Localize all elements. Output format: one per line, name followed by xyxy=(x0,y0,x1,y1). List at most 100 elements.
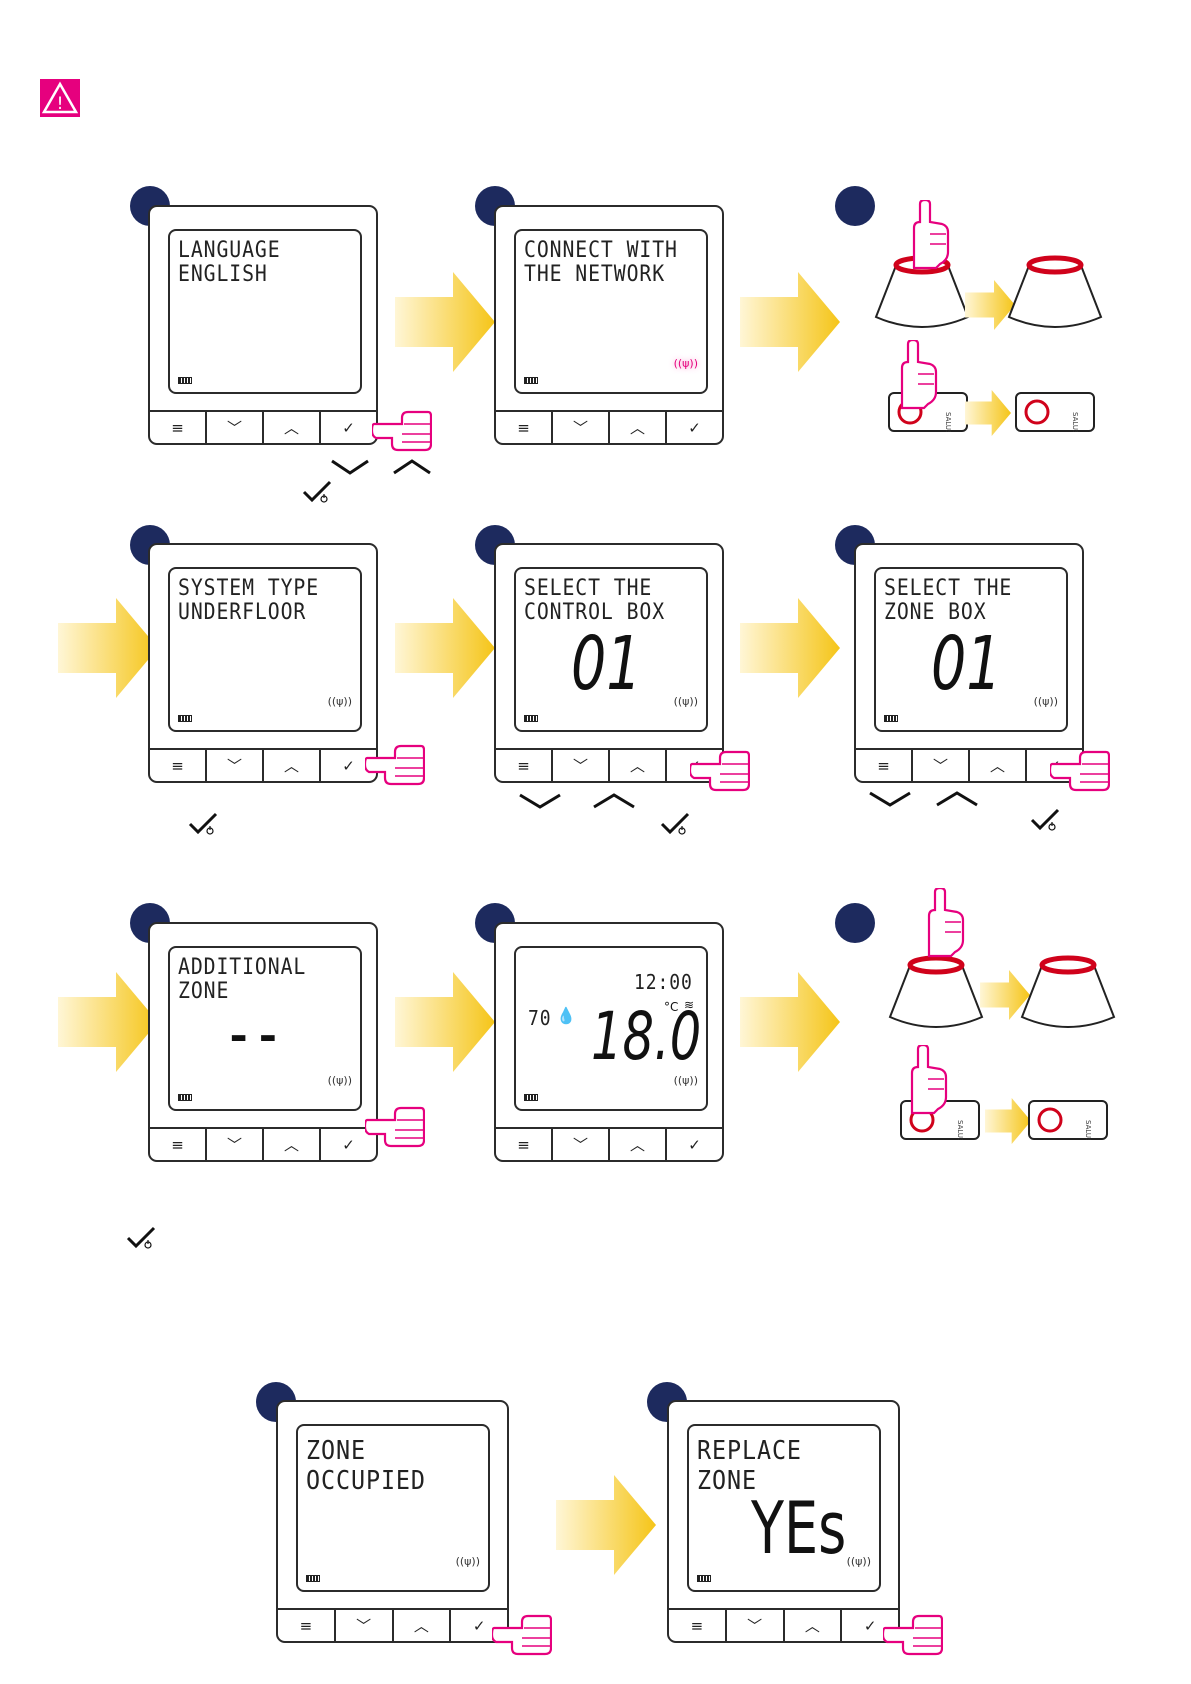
screen-line-2: CONTROL BOX xyxy=(524,600,666,625)
arrow-right-icon xyxy=(740,598,840,698)
button-row: ≡ ﹀ ︿ ✓ xyxy=(150,410,376,443)
arrow-right-icon xyxy=(985,1098,1031,1144)
thermostat-step-1: LANGUAGE ENGLISH ≡ ﹀ ︿ ✓ xyxy=(148,205,378,445)
lcd-screen: SELECT THE CONTROL BOX 01 ((ψ)) xyxy=(514,567,708,732)
lcd-screen: ZONE OCCUPIED ((ψ)) xyxy=(296,1424,490,1592)
wireless-signal-icon: ((ψ)) xyxy=(455,1555,480,1568)
up-button[interactable]: ︿ xyxy=(264,750,321,781)
up-button[interactable]: ︿ xyxy=(394,1610,452,1641)
battery-icon xyxy=(524,377,538,384)
confirm-button[interactable]: ✓ xyxy=(342,418,355,437)
warning-icon: ! xyxy=(40,79,80,117)
battery-icon xyxy=(524,715,538,722)
up-button[interactable]: ︿ xyxy=(785,1610,843,1641)
menu-button[interactable]: ≡ xyxy=(150,412,207,443)
chevron-down-icon xyxy=(869,791,911,807)
pointing-hand-icon xyxy=(690,744,750,794)
up-button[interactable]: ︿ xyxy=(610,1129,667,1160)
pointing-hand-icon xyxy=(900,200,950,270)
menu-button[interactable]: ≡ xyxy=(150,750,207,781)
up-button[interactable]: ︿ xyxy=(264,1129,321,1160)
down-button[interactable]: ﹀ xyxy=(913,750,970,781)
wireless-signal-icon: ((ψ)) xyxy=(673,1074,698,1087)
button-row: ≡ ﹀ ︿ ✓ xyxy=(496,410,722,443)
wireless-signal-icon: ((ψ)) xyxy=(673,695,698,708)
menu-button[interactable]: ≡ xyxy=(150,1129,207,1160)
thermostat-step-4: SYSTEM TYPE UNDERFLOOR ((ψ)) ≡ ﹀ ︿ ✓ xyxy=(148,543,378,783)
down-button[interactable]: ﹀ xyxy=(207,1129,264,1160)
battery-icon xyxy=(178,1094,192,1101)
gateway-icon xyxy=(886,955,986,1035)
chevron-down-icon xyxy=(519,793,561,809)
battery-icon xyxy=(178,715,192,722)
confirm-button[interactable]: ✓ xyxy=(342,1135,355,1154)
down-button[interactable]: ﹀ xyxy=(207,412,264,443)
screen-value: – – xyxy=(230,1008,277,1062)
thermostat-step-5: SELECT THE CONTROL BOX 01 ((ψ)) ≡ ﹀ ︿ ✓ xyxy=(494,543,724,783)
down-button[interactable]: ﹀ xyxy=(553,1129,610,1160)
battery-icon xyxy=(306,1575,320,1582)
button-row: ≡ ﹀ ︿ ✓ xyxy=(669,1608,898,1641)
repeater-icon xyxy=(1028,1100,1108,1140)
menu-button[interactable]: ≡ xyxy=(496,750,553,781)
thermostat-step-7: ADDITIONAL ZONE – – ((ψ)) ≡ ﹀ ︿ ✓ xyxy=(148,922,378,1162)
screen-value: YEs xyxy=(751,1486,847,1570)
step-badge xyxy=(835,903,875,943)
screen-line-2: ENGLISH xyxy=(178,262,268,287)
lcd-screen: ADDITIONAL ZONE – – ((ψ)) xyxy=(168,946,362,1111)
menu-button[interactable]: ≡ xyxy=(669,1610,727,1641)
pointing-hand-icon xyxy=(365,1100,425,1150)
check-power-icon xyxy=(1030,808,1060,832)
up-button[interactable]: ︿ xyxy=(610,750,667,781)
screen-line-1: REPLACE xyxy=(697,1436,802,1466)
down-button[interactable]: ﹀ xyxy=(727,1610,785,1641)
gateway-icon xyxy=(1018,955,1118,1035)
confirm-button[interactable]: ✓ xyxy=(688,418,701,437)
gateway-icon xyxy=(1005,255,1105,335)
arrow-right-icon xyxy=(740,972,840,1072)
down-button[interactable]: ﹀ xyxy=(336,1610,394,1641)
screen-line-2: THE NETWORK xyxy=(524,262,666,287)
humidity-value: 70 xyxy=(528,1006,552,1030)
temperature-unit: °C xyxy=(664,1000,679,1014)
screen-line-1: CONNECT WITH xyxy=(524,238,678,263)
menu-button[interactable]: ≡ xyxy=(496,1129,553,1160)
step-badge xyxy=(835,186,875,226)
arrow-right-icon xyxy=(740,272,840,372)
chevron-down-icon xyxy=(331,459,369,475)
arrow-right-icon xyxy=(58,598,158,698)
svg-text:!: ! xyxy=(57,94,64,114)
down-button[interactable]: ﹀ xyxy=(207,750,264,781)
confirm-button[interactable]: ✓ xyxy=(688,1135,701,1154)
down-button[interactable]: ﹀ xyxy=(553,412,610,443)
clock-time: 12:00 xyxy=(634,970,693,994)
confirm-button[interactable]: ✓ xyxy=(472,1616,486,1635)
menu-button[interactable]: ≡ xyxy=(278,1610,336,1641)
button-row: ≡ ﹀ ︿ ✓ xyxy=(150,748,376,781)
screen-line-2: OCCUPIED xyxy=(306,1466,426,1496)
repeater-icon xyxy=(1015,392,1095,432)
wireless-signal-icon: ((ψ)) xyxy=(327,695,352,708)
screen-line-2: ZONE xyxy=(178,979,230,1004)
screen-value: 01 xyxy=(571,621,642,707)
up-button[interactable]: ︿ xyxy=(264,412,321,443)
confirm-button[interactable]: ✓ xyxy=(342,756,355,775)
screen-line-1: ADDITIONAL xyxy=(178,955,307,980)
thermostat-step-8: 12:00 70 💧 18.0 °C ≋ ((ψ)) ≡ ﹀ ︿ ✓ xyxy=(494,922,724,1162)
heating-icon: ≋ xyxy=(684,998,695,1012)
up-button[interactable]: ︿ xyxy=(610,412,667,443)
battery-icon xyxy=(178,377,192,384)
up-button[interactable]: ︿ xyxy=(970,750,1027,781)
confirm-button[interactable]: ✓ xyxy=(863,1616,877,1635)
menu-button[interactable]: ≡ xyxy=(856,750,913,781)
menu-button[interactable]: ≡ xyxy=(496,412,553,443)
lcd-screen: 12:00 70 💧 18.0 °C ≋ ((ψ)) xyxy=(514,946,708,1111)
down-button[interactable]: ﹀ xyxy=(553,750,610,781)
chevron-up-icon xyxy=(393,459,431,475)
arrow-right-icon xyxy=(395,598,495,698)
pointing-hand-icon xyxy=(888,340,938,410)
wireless-signal-icon: ((ψ)) xyxy=(673,357,698,370)
lcd-screen: REPLACE ZONE YEs ((ψ)) xyxy=(687,1424,881,1592)
arrow-right-icon xyxy=(965,390,1011,436)
battery-icon xyxy=(884,715,898,722)
